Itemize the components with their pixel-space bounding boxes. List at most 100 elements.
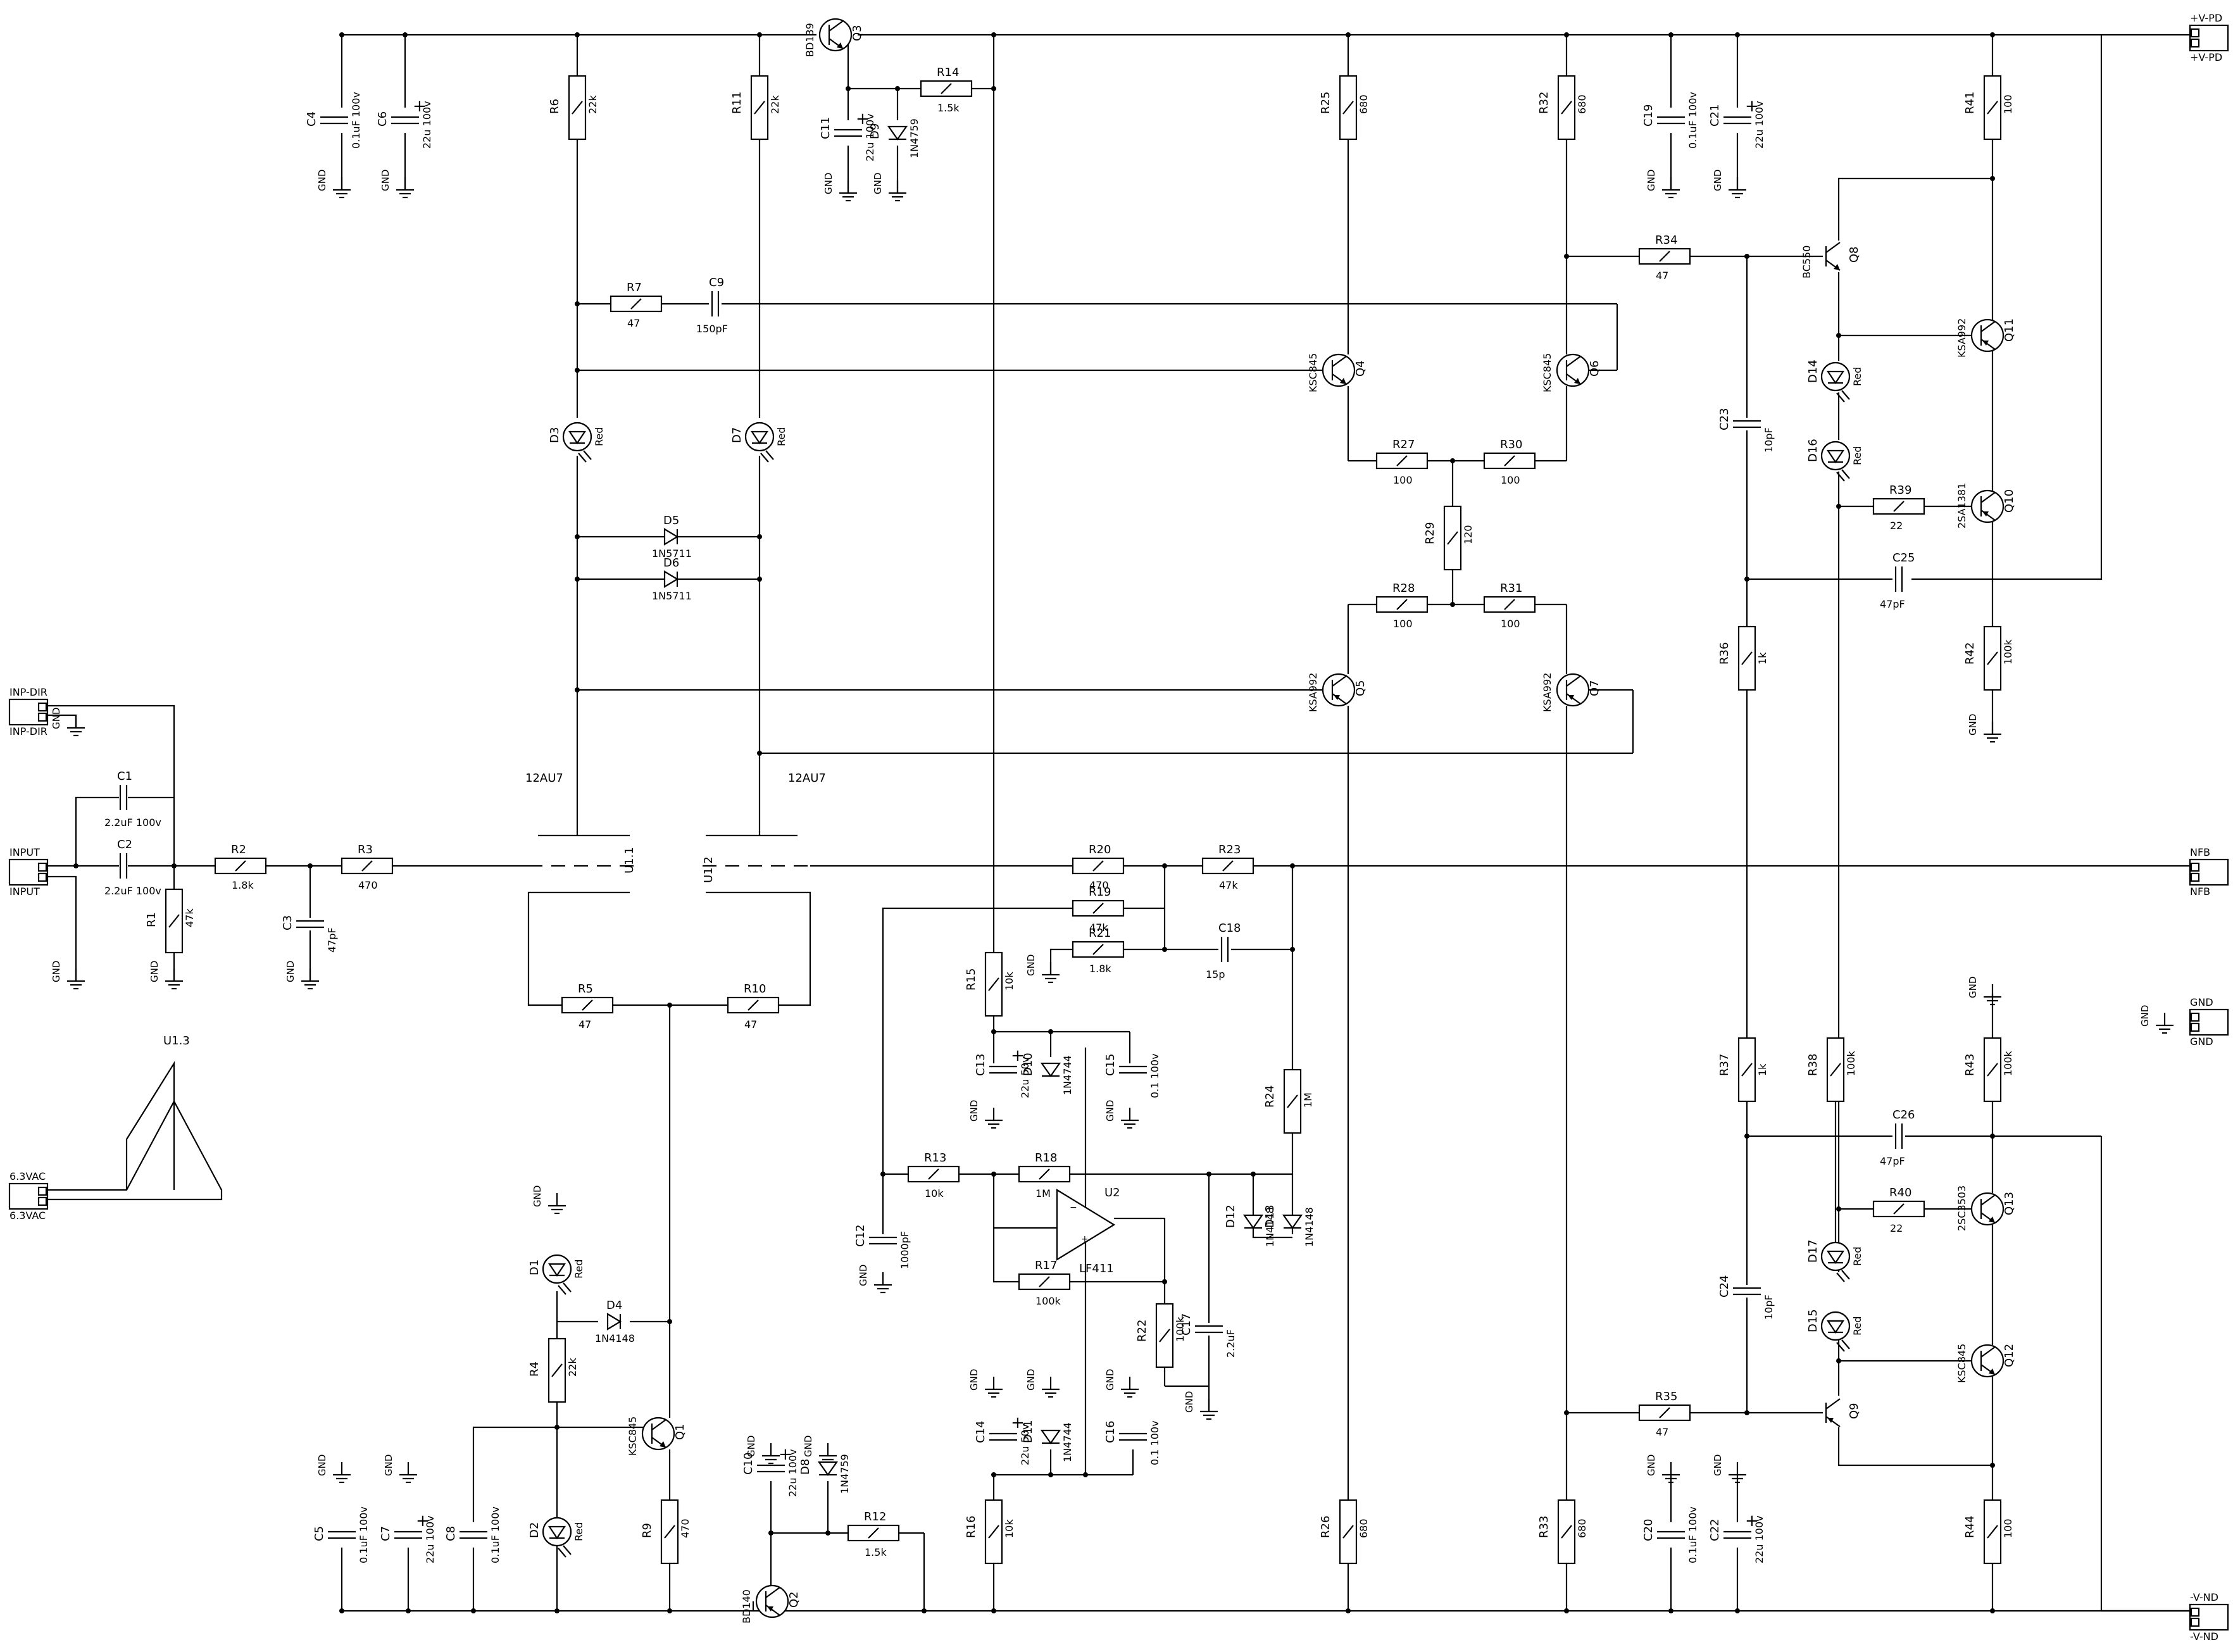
junction-dot [554, 1608, 560, 1613]
junction-dot [339, 1608, 344, 1613]
component-value: 680 [1576, 1518, 1588, 1538]
connector-label: NFB [2190, 846, 2210, 858]
ground-symbol: GND [316, 1455, 352, 1484]
component-c2: C22.2uF 100v [104, 838, 161, 897]
ground-symbol: GND [1967, 714, 2003, 743]
plus-sign: + [1011, 1413, 1025, 1432]
ground-symbol: GND [532, 1186, 567, 1215]
transistor-value: KSC845 [627, 1417, 639, 1456]
junction-dot [1836, 333, 1841, 338]
component-value: 100 [1501, 618, 1520, 630]
ground-label: GND [1646, 1455, 1657, 1476]
component-ref: R38 [1806, 1054, 1820, 1076]
component-ref: C26 [1892, 1108, 1915, 1122]
connector-label-2: INP-DIR [9, 725, 47, 737]
component-value: 22u 100v [424, 1515, 436, 1563]
ground-label: GND [149, 961, 160, 982]
junction-dot [575, 32, 580, 37]
transistor-value: KSC845 [1956, 1344, 1968, 1383]
component-value: 22k [587, 95, 599, 114]
component-value: 1M [1035, 1187, 1051, 1199]
connector-label-2: GND [2190, 1036, 2213, 1048]
component-ref: R39 [1889, 484, 1911, 497]
junction-dot [667, 1319, 672, 1324]
ground-symbol: GND [1967, 977, 2003, 1006]
junction-dot [757, 751, 762, 756]
component-value: 100 [2002, 1518, 2014, 1538]
component-ref: R1 [145, 912, 158, 927]
junction-dot [1990, 1134, 1995, 1139]
component-value: 680 [1576, 94, 1588, 114]
component-value: 1000pF [899, 1231, 911, 1269]
component-ref: C23 [1718, 408, 1731, 430]
component-value: 100k [2002, 639, 2014, 665]
ground-symbol: GND [2139, 1005, 2175, 1034]
junction-dot [172, 863, 177, 868]
component-value: 22u 100v [1753, 1515, 1765, 1563]
junction-dots [73, 32, 1995, 1613]
ground-symbol: GND [858, 1265, 893, 1294]
tube-u1b-label: U1.2 [702, 856, 715, 883]
junction-dot [1990, 1463, 1995, 1468]
connector-label: 6.3VAC [9, 1170, 46, 1182]
component-value: 100 [1393, 474, 1413, 486]
component-ref: R6 [548, 99, 561, 114]
component-value: 0.1uF 100v [1687, 1506, 1699, 1563]
ground-label: GND [380, 170, 391, 191]
transistor-value: KSC845 [1307, 353, 1319, 392]
component-ref: R2 [231, 843, 246, 856]
junction-dot [1564, 254, 1569, 259]
junction-dot [1048, 1472, 1053, 1477]
component-ref: D7 [730, 427, 744, 443]
junction-dot [575, 577, 580, 582]
ground-label: GND [1184, 1391, 1195, 1413]
ground-symbol: GND [285, 961, 320, 990]
junction-dot [1251, 1172, 1256, 1177]
junction-dot [403, 32, 408, 37]
component-ref: D10 [1022, 1053, 1035, 1076]
opamp-ref: U2 [1104, 1186, 1120, 1199]
plus-sign: + [856, 110, 870, 128]
component-ref: R44 [1963, 1516, 1977, 1538]
component-value: 1.5k [937, 102, 960, 114]
junction-dot [1206, 1172, 1211, 1177]
wiring [47, 34, 2190, 1612]
component-ref: C16 [1104, 1421, 1117, 1443]
junction-dot [308, 863, 313, 868]
junction-dot [757, 534, 762, 539]
component-ref: R31 [1500, 582, 1522, 595]
component-ref: C13 [974, 1054, 987, 1076]
ground-symbol: GND [803, 1436, 838, 1465]
junction-dot [1735, 1608, 1740, 1613]
component-ref: D8 [799, 1459, 812, 1475]
transistor-ref: Q9 [1848, 1403, 1861, 1419]
plus-sign: + [416, 1511, 430, 1530]
component-value: 1N4744 [1061, 1055, 1073, 1095]
component-ref: C6 [376, 111, 389, 127]
component-ref: C19 [1642, 104, 1655, 127]
ground-symbol: GND [1184, 1391, 1219, 1420]
component-ref: C21 [1708, 104, 1722, 127]
component-value: 150pF [696, 323, 728, 335]
component-value: 47pF [1880, 1155, 1905, 1167]
plus-sign: + [1745, 1511, 1759, 1530]
ground-symbol: GND [51, 961, 86, 990]
